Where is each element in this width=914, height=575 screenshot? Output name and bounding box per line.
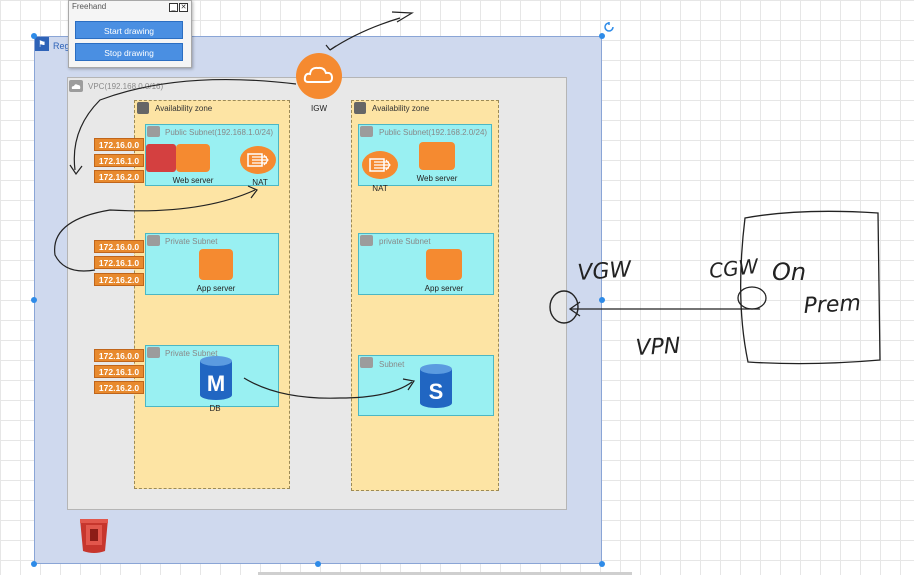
minimize-icon[interactable]: _ [169, 3, 178, 12]
app-server-right-icon[interactable] [426, 249, 462, 280]
ip-address-tag: 172.16.1.0 [94, 256, 144, 269]
resize-handle[interactable] [599, 561, 605, 567]
private-subnet-right-label: private Subnet [379, 237, 431, 246]
resize-handle[interactable] [31, 297, 37, 303]
igw-arrow-head [391, 11, 415, 23]
on-prem-box [740, 210, 881, 365]
ip-address-tag: 172.16.0.0 [94, 349, 144, 362]
resize-handle[interactable] [31, 33, 37, 39]
az-right-label: Availability zone [372, 104, 430, 113]
vpn-handwritten-label: VPN [635, 334, 681, 361]
web-server-right-label: Web server [416, 174, 458, 183]
region-label: Reg [53, 41, 70, 51]
horizontal-scrollbar[interactable] [258, 572, 632, 575]
db-label: DB [209, 404, 221, 413]
db-subnet-left-label: Private Subnet [165, 349, 218, 358]
subnet-lock-icon [147, 126, 160, 137]
nat-gateway-left-icon[interactable] [240, 146, 276, 174]
igw-label: IGW [311, 104, 327, 113]
rotate-handle-icon[interactable] [604, 22, 614, 32]
cgw-handwritten-label: CGW [708, 254, 761, 283]
resize-handle[interactable] [599, 33, 605, 39]
ip-address-tag: 172.16.1.0 [94, 365, 144, 378]
vpc-label: VPC(192.168.0.0/16) [88, 82, 164, 91]
close-icon[interactable]: ✕ [179, 3, 188, 12]
az-left-icon [137, 102, 149, 114]
vpc-cloud-icon [69, 80, 83, 92]
subnet-lock-icon [147, 235, 160, 246]
resize-handle[interactable] [31, 561, 37, 567]
rds-database-icon[interactable]: M [198, 355, 234, 401]
web-server-left-icon[interactable] [176, 144, 210, 172]
nat-gateway-right-icon[interactable] [362, 151, 398, 179]
app-server-left-label: App server [196, 284, 236, 293]
web-server-left-label: Web server [172, 176, 214, 185]
web-server-right-icon[interactable] [419, 142, 455, 170]
app-server-right-label: App server [424, 284, 464, 293]
ip-address-tag: 172.16.1.0 [94, 154, 144, 167]
subnet-right-label: Subnet [379, 360, 405, 369]
stop-drawing-button[interactable]: Stop drawing [75, 43, 183, 61]
cgw-circle [737, 286, 767, 310]
subnet-lock-icon [360, 235, 373, 246]
ip-address-tag: 172.16.2.0 [94, 273, 144, 286]
public-subnet-left-label: Public Subnet(192.168.1.0/24) [165, 128, 274, 137]
nat-right-label: NAT [372, 184, 388, 193]
red-instance-icon [146, 144, 176, 172]
subnet-lock-icon [147, 347, 160, 358]
start-drawing-button[interactable]: Start drawing [75, 21, 183, 39]
ip-address-tag: 172.16.2.0 [94, 381, 144, 394]
ip-address-tag: 172.16.0.0 [94, 240, 144, 253]
prem-handwritten-label: Prem [803, 291, 862, 319]
on-handwritten-label: On [772, 258, 806, 286]
app-server-left-icon[interactable] [199, 249, 233, 280]
public-subnet-right-label: Public Subnet(192.168.2.0/24) [379, 128, 488, 137]
subnet-lock-icon [360, 357, 373, 368]
db-letter: M [207, 371, 225, 396]
region-flag-icon: ⚑ [35, 37, 49, 51]
s3-storage-icon[interactable]: S [418, 363, 454, 409]
resize-handle[interactable] [599, 297, 605, 303]
internet-gateway-cloud-icon[interactable] [295, 52, 343, 100]
az-left-label: Availability zone [155, 104, 213, 113]
private-subnet-left-label: Private Subnet [165, 237, 218, 246]
resize-handle[interactable] [315, 561, 321, 567]
s-letter: S [429, 379, 444, 404]
az-right-icon [354, 102, 366, 114]
freehand-panel-title: Freehand [72, 2, 107, 11]
subnet-lock-icon [360, 126, 373, 137]
ip-address-tag: 172.16.2.0 [94, 170, 144, 183]
s3-bucket-icon[interactable] [76, 515, 112, 555]
ip-address-tag: 172.16.0.0 [94, 138, 144, 151]
nat-left-label: NAT [252, 178, 268, 187]
